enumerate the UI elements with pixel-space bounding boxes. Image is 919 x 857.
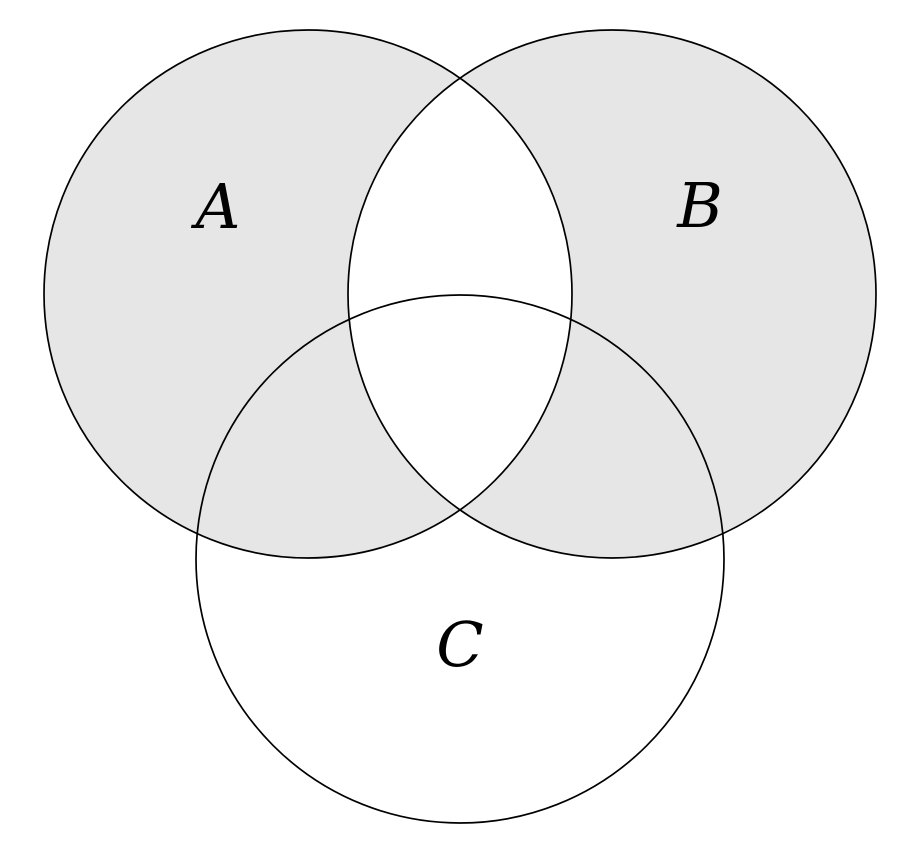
label-set-a: A [191,170,241,243]
circle-a-outline [43,29,573,559]
label-set-c: C [436,608,483,681]
circle-c-outline [195,294,725,824]
label-set-b: B [676,169,723,242]
circle-b-outline [347,29,877,559]
shaded-region-a-symdiff-b [44,30,876,558]
